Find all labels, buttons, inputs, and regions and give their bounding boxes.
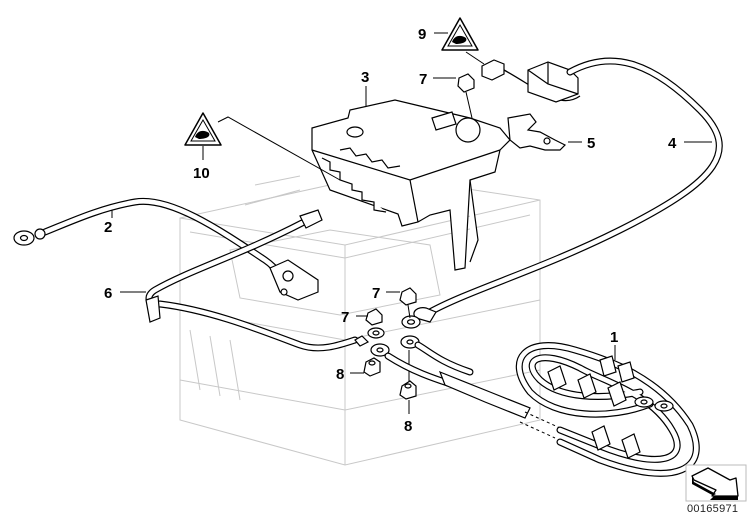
callout-8: 8 bbox=[404, 418, 412, 435]
part-9-connector bbox=[481, 59, 581, 103]
callout-8: 8 bbox=[336, 366, 344, 383]
warning-label-9 bbox=[441, 17, 485, 65]
battery-outline bbox=[179, 174, 541, 466]
part-2-ground-cable bbox=[13, 197, 319, 301]
callout-10: 10 bbox=[193, 165, 210, 182]
warning-triangle-icon bbox=[184, 112, 222, 146]
part-5-clamp-cover bbox=[507, 113, 567, 151]
callout-6: 6 bbox=[104, 285, 112, 302]
part-3-terminal-cover bbox=[311, 99, 511, 271]
callout-4: 4 bbox=[668, 135, 677, 152]
callout-labels: 9 3 7 5 4 10 2 6 7 7 8 8 1 bbox=[104, 26, 677, 435]
callout-7: 7 bbox=[341, 309, 349, 326]
navigation-arrow-button[interactable] bbox=[685, 464, 747, 502]
callout-3: 3 bbox=[361, 69, 369, 86]
warning-triangle-icon bbox=[441, 17, 479, 51]
diagram-number: 00165971 bbox=[687, 503, 739, 515]
callout-7: 7 bbox=[419, 71, 427, 88]
callout-2: 2 bbox=[104, 219, 112, 236]
nuts-and-terminals bbox=[363, 73, 475, 400]
callout-leaders bbox=[111, 32, 712, 414]
part-4-positive-cable bbox=[401, 57, 723, 329]
callout-9: 9 bbox=[418, 26, 426, 43]
callout-1: 1 bbox=[610, 329, 618, 346]
callout-7: 7 bbox=[372, 285, 380, 302]
callout-5: 5 bbox=[587, 135, 595, 152]
warning-label-10 bbox=[184, 112, 341, 181]
part-6-sensor-cable bbox=[145, 209, 370, 352]
